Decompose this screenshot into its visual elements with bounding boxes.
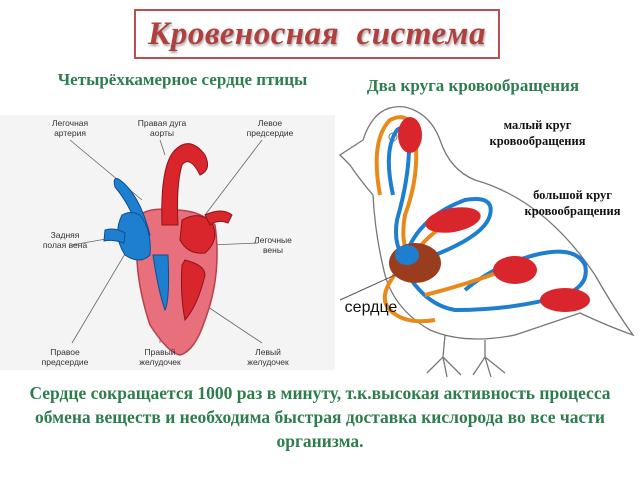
label-posterior-vena-cava: Задняя полая вена (42, 230, 88, 250)
small-circle-label: малый круг кровообращения (489, 118, 586, 148)
page-title: Кровеносная система (148, 15, 486, 52)
label-pulmonary-artery: Легочная артерия (51, 118, 89, 138)
heart-heading: Четырёхкамерное сердце птицы (57, 70, 308, 89)
heart-illustration (69, 139, 263, 356)
bird-heading: Два круга кровообращения (366, 76, 580, 95)
large-circle-label: большой круг кровообращения (524, 188, 621, 218)
footer-text: Сердце сокращается 1000 раз в минуту, т.… (29, 383, 611, 451)
label-right-atrium: Правое предсердие (41, 347, 89, 367)
label-pulmonary-veins: Легочные вены (254, 235, 292, 255)
label-left-atrium: Левое предсердие (246, 118, 294, 138)
heart-label: сердце (344, 299, 398, 316)
bird-diagram: малый круг кровообращения большой круг к… (335, 95, 640, 385)
label-left-ventricle: Левый желудочек (247, 347, 289, 367)
label-right-aortic-arch: Правая дуга аорты (137, 118, 187, 138)
title-box: Кровеносная система (134, 9, 500, 59)
bird-illustration (338, 105, 635, 378)
label-right-ventricle: Правый желудочек (139, 347, 181, 367)
heart-diagram: Легочная артерия Правая дуга аорты Левое… (0, 115, 335, 370)
